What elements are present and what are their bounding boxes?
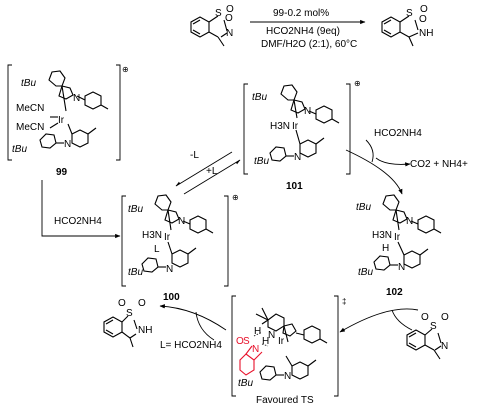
- ammine-ligand: H3N: [270, 121, 290, 132]
- favoured-transition-state: ‡ O S N H H N Ir N tBu Favoured TS: [231, 295, 346, 404]
- compound-label-100: 100: [163, 292, 180, 303]
- product-amine-left: S O O NH: [103, 298, 152, 348]
- catalyst-loading-label: 99-0.2 mol%: [273, 8, 329, 19]
- hydrogen-atom: H: [254, 326, 261, 337]
- oxygen-atom: O: [226, 4, 234, 15]
- acetonitrile-ligand: MeCN: [16, 103, 44, 114]
- nitrogen-atom: N: [294, 152, 301, 163]
- transition-state-mark: ‡: [342, 297, 346, 306]
- sulfur-atom: S: [126, 308, 133, 319]
- nitrogen-atom: N: [268, 330, 275, 341]
- oxygen-atom: O: [138, 298, 146, 309]
- charge-symbol: ⊕: [122, 65, 129, 74]
- oxygen-atom: O: [420, 4, 428, 15]
- complex-101: ⊕ tBu N H3N Ir N tBu 101: [243, 79, 361, 192]
- sulfur-atom-highlight: S: [243, 336, 250, 347]
- hydrogen-atom: H: [262, 336, 269, 347]
- byproducts-label: CO2 + NH4+: [410, 159, 468, 170]
- product-release-arrow: L= HCO2NH4: [159, 304, 227, 351]
- tbu-group: tBu: [252, 92, 267, 103]
- oxygen-atom: O: [441, 312, 449, 323]
- nh-group: NH: [419, 28, 433, 39]
- compound-label-101: 101: [286, 181, 303, 192]
- plus-l-label: +L: [206, 166, 218, 177]
- substrate-imine-right: S O O N: [406, 312, 449, 360]
- oxygen-atom: O: [421, 312, 429, 323]
- complex-99: ⊕ tBu N MeCN MeCN Ir N tBu 99: [7, 64, 129, 178]
- right-reagent-label: HCO2NH4: [374, 128, 422, 139]
- acetonitrile-ligand: MeCN: [16, 122, 44, 133]
- nitrogen-atom: N: [64, 139, 71, 150]
- oxygen-atom-highlight: O: [236, 336, 244, 347]
- nh-group: NH: [138, 325, 152, 336]
- labile-ligand: L: [154, 244, 160, 255]
- ammine-ligand: H3N: [372, 230, 392, 241]
- tbu-group: tBu: [356, 202, 371, 213]
- tbu-group: tBu: [128, 267, 143, 278]
- decarboxylation-arrow: HCO2NH4 CO2 + NH4+: [345, 128, 468, 195]
- oxygen-atom: O: [118, 298, 126, 309]
- nitrogen-atom: N: [304, 106, 311, 117]
- substrate-imine-top: S O O N: [190, 4, 234, 47]
- nitrogen-atom: N: [178, 216, 185, 227]
- ammine-ligand: H3N: [142, 230, 162, 241]
- charge-symbol: ⊕: [354, 79, 361, 88]
- iridium-atom: Ir: [164, 232, 171, 243]
- sulfur-atom: S: [215, 8, 222, 19]
- reagent-label: HCO2NH4 (9eq): [266, 26, 340, 37]
- nitrogen-atom: N: [226, 28, 233, 39]
- oxygen-atom: O: [419, 14, 427, 25]
- nitrogen-atom: N: [441, 341, 448, 352]
- favoured-ts-label: Favoured TS: [256, 395, 314, 404]
- nitrogen-atom: N: [73, 93, 80, 104]
- nitrogen-atom: N: [284, 371, 291, 382]
- iridium-atom: Ir: [394, 232, 401, 243]
- sulfur-atom: S: [430, 321, 437, 332]
- tbu-group: tBu: [21, 78, 36, 89]
- complex-102: tBu N H3N Ir H N tBu 102: [356, 194, 442, 298]
- oxygen-atom: O: [225, 13, 233, 24]
- compound-label-102: 102: [386, 287, 403, 298]
- left-reagent-label: HCO2NH4: [54, 216, 102, 227]
- iridium-atom: Ir: [292, 121, 299, 132]
- minus-l-label: -L: [190, 150, 199, 161]
- activation-arrow: HCO2NH4: [41, 180, 121, 239]
- l-definition-label: L= HCO2NH4: [160, 340, 222, 351]
- nitrogen-atom-highlight: N: [252, 344, 259, 355]
- tbu-group: tBu: [358, 267, 373, 278]
- product-amine-top: S O O NH: [381, 4, 433, 47]
- iridium-atom: Ir: [278, 336, 285, 347]
- substrate-entry-arrow: [339, 308, 419, 333]
- sulfur-atom: S: [406, 8, 413, 19]
- conditions-label: DMF/H2O (2:1), 60°C: [261, 39, 357, 50]
- hydride-atom: H: [382, 243, 389, 254]
- nitrogen-atom: N: [166, 264, 173, 275]
- tbu-group: tBu: [254, 156, 269, 167]
- nitrogen-atom: N: [398, 262, 405, 273]
- compound-label-99: 99: [56, 167, 68, 178]
- tbu-group: tBu: [128, 204, 143, 215]
- nitrogen-atom: N: [406, 216, 413, 227]
- iridium-atom: Ir: [58, 115, 65, 126]
- complex-100: ⊕ tBu N H3N Ir L N tBu 100: [121, 193, 239, 303]
- tbu-group: tBu: [12, 144, 27, 155]
- tbu-group: tBu: [238, 378, 253, 389]
- ligand-exchange-arrows: -L +L: [175, 150, 241, 195]
- charge-symbol: ⊕: [232, 193, 239, 202]
